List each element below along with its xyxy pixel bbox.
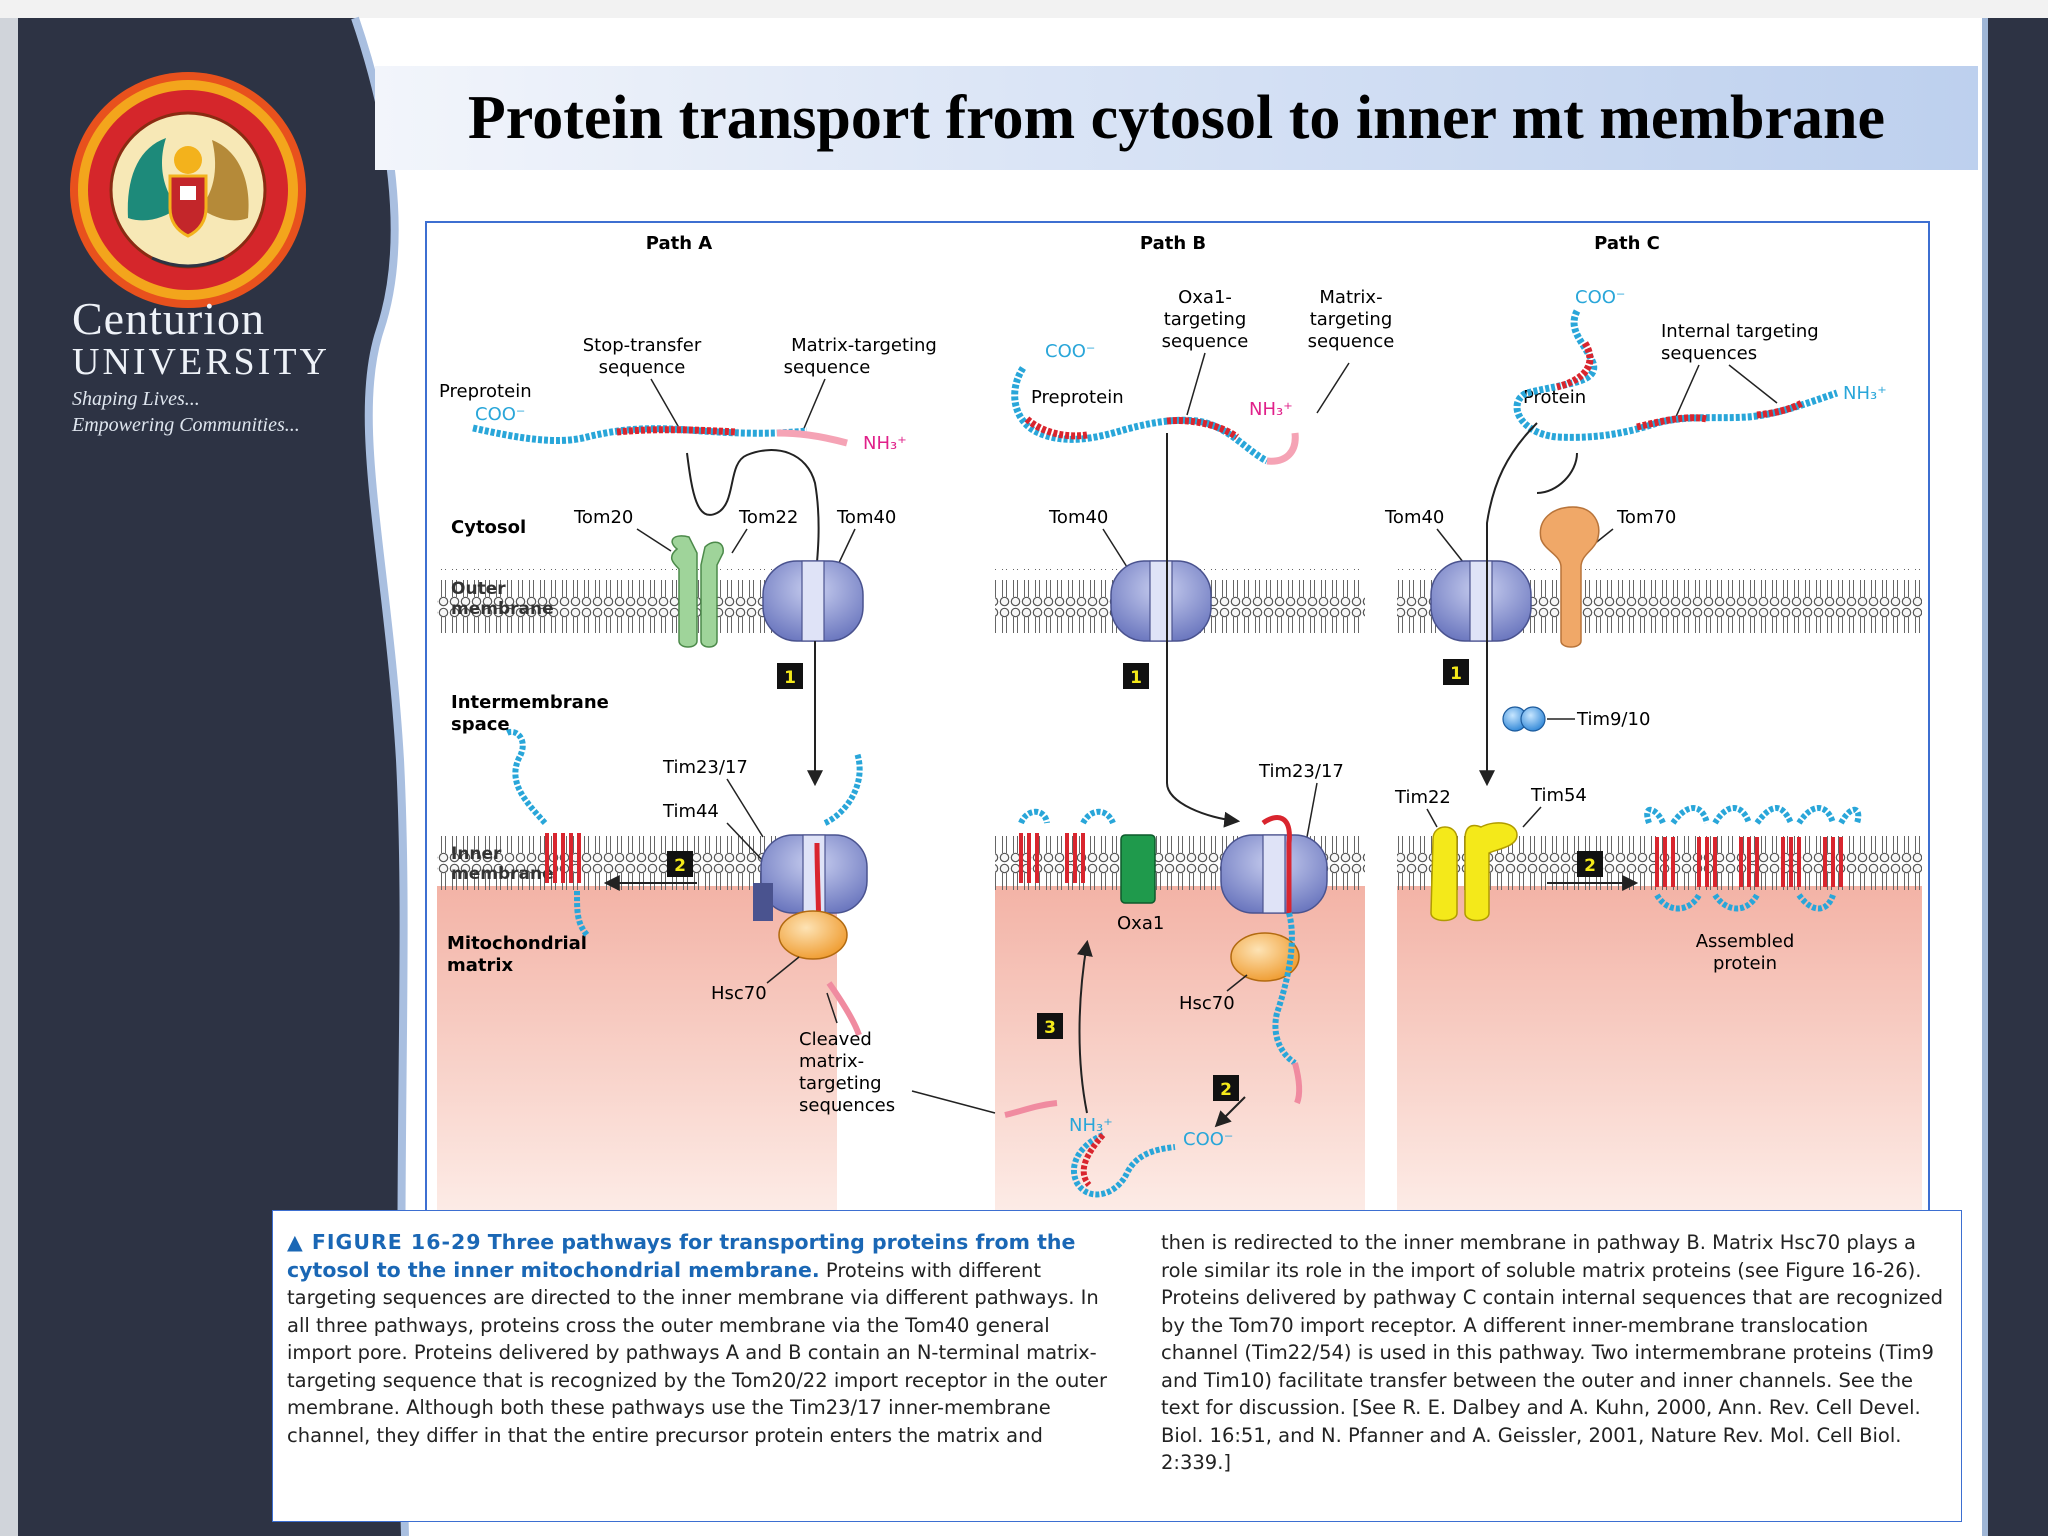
tom40-label-b: Tom40	[1048, 507, 1108, 528]
right-sidebar-strip	[1988, 18, 2048, 1536]
matrix-region-c	[1397, 886, 1922, 1219]
tagline-2: Empowering Communities...	[72, 414, 300, 436]
tim9-10-complex	[1502, 706, 1546, 732]
tim23-17-channel-a	[753, 834, 868, 921]
cytosol-label: Cytosol	[451, 517, 526, 538]
nh3-label-a: NH₃⁺	[863, 433, 907, 454]
coo-label-b-matrix: COO⁻	[1183, 1129, 1233, 1150]
hsc70-a	[778, 910, 848, 960]
coo-label-b: COO⁻	[1045, 341, 1095, 362]
tom40-channel-b	[1110, 560, 1212, 642]
slide-title: Protein transport from cytosol to inner …	[467, 83, 1886, 152]
tom70-receptor	[1539, 506, 1600, 648]
university-name: Centurion	[72, 293, 265, 344]
step-2-badge-c	[1577, 851, 1603, 877]
path-c-heading: Path C	[1594, 233, 1660, 254]
matrix-region-a	[437, 886, 837, 1219]
path-b-heading: Path B	[1140, 233, 1206, 254]
hsc70-b	[1230, 932, 1300, 982]
step-1-badge-b	[1123, 663, 1149, 689]
coo-label-c: COO⁻	[1575, 287, 1625, 308]
tom70-label: Tom70	[1616, 507, 1676, 528]
caption-right-column: then is redirected to the inner membrane…	[1161, 1231, 1943, 1474]
oxa1-label: Oxa1	[1117, 913, 1164, 934]
nh3-label-b: NH₃⁺	[1249, 399, 1293, 420]
tim9-10-label: Tim9/10	[1576, 709, 1650, 730]
tom40-channel-a	[762, 560, 864, 642]
tim23-17-label-a: Tim23/17	[662, 757, 748, 778]
tom40-label-c: Tom40	[1384, 507, 1444, 528]
assembled-protein-helices	[1644, 805, 1862, 912]
svg-text:1: 1	[784, 668, 796, 688]
svg-text:2: 2	[1220, 1080, 1232, 1100]
tom22-label: Tom22	[738, 507, 798, 528]
tom20-22-receptor	[670, 535, 724, 648]
step-2-badge-b	[1213, 1075, 1239, 1101]
caption-heading: Three pathways for transporting proteins…	[287, 1230, 1076, 1282]
figure-caption: ▲ FIGURE 16-29 Three pathways for transp…	[272, 1210, 1962, 1522]
tom20-label: Tom20	[573, 507, 633, 528]
tom40-channel-c	[1430, 560, 1532, 642]
tagline-1: Shaping Lives...	[72, 388, 200, 410]
step-3-badge-b	[1037, 1013, 1063, 1039]
tim23-17-label-b: Tim23/17	[1258, 761, 1344, 782]
svg-text:1: 1	[1450, 664, 1462, 684]
path-a-heading: Path A	[646, 233, 713, 254]
matrix-region-b	[995, 886, 1365, 1219]
tom40-label-a: Tom40	[836, 507, 896, 528]
step-1-badge-c	[1443, 659, 1469, 685]
caption-left-column: ▲ FIGURE 16-29 Three pathways for transp…	[287, 1229, 1107, 1449]
tim44-label: Tim44	[662, 801, 719, 822]
tim22-54-channel	[1430, 822, 1518, 922]
svg-text:1: 1	[1130, 668, 1142, 688]
caption-body-left: Proteins with different targeting sequen…	[287, 1258, 1107, 1447]
preprotein-label-b: Preprotein	[1031, 387, 1124, 408]
university-seal-icon	[70, 72, 306, 308]
protein-label-c: Protein	[1523, 387, 1586, 408]
nh3-label-b-matrix: NH₃⁺	[1069, 1115, 1113, 1136]
svg-text:2: 2	[674, 856, 686, 876]
tim22-label: Tim22	[1394, 787, 1451, 808]
right-accent-line	[1982, 18, 1992, 1536]
hsc70-label-b: Hsc70	[1179, 993, 1235, 1014]
step-2-badge-a	[667, 851, 693, 877]
title-bar: Protein transport from cytosol to inner …	[375, 66, 1978, 170]
svg-text:3: 3	[1044, 1018, 1056, 1038]
oxa1-protein	[1120, 834, 1156, 904]
coo-label-a: COO⁻	[475, 404, 525, 425]
preprotein-label-a: Preprotein	[439, 381, 532, 402]
tim23-17-channel-b	[1220, 834, 1328, 914]
step-1-badge-a	[777, 663, 803, 689]
university-subtitle: UNIVERSITY	[72, 341, 330, 383]
svg-text:2: 2	[1584, 856, 1596, 876]
nh3-label-c: NH₃⁺	[1843, 383, 1887, 404]
tim54-label: Tim54	[1530, 785, 1587, 806]
hsc70-label-a: Hsc70	[711, 983, 767, 1004]
caption-figure-label: ▲ FIGURE 16-29	[287, 1230, 482, 1254]
